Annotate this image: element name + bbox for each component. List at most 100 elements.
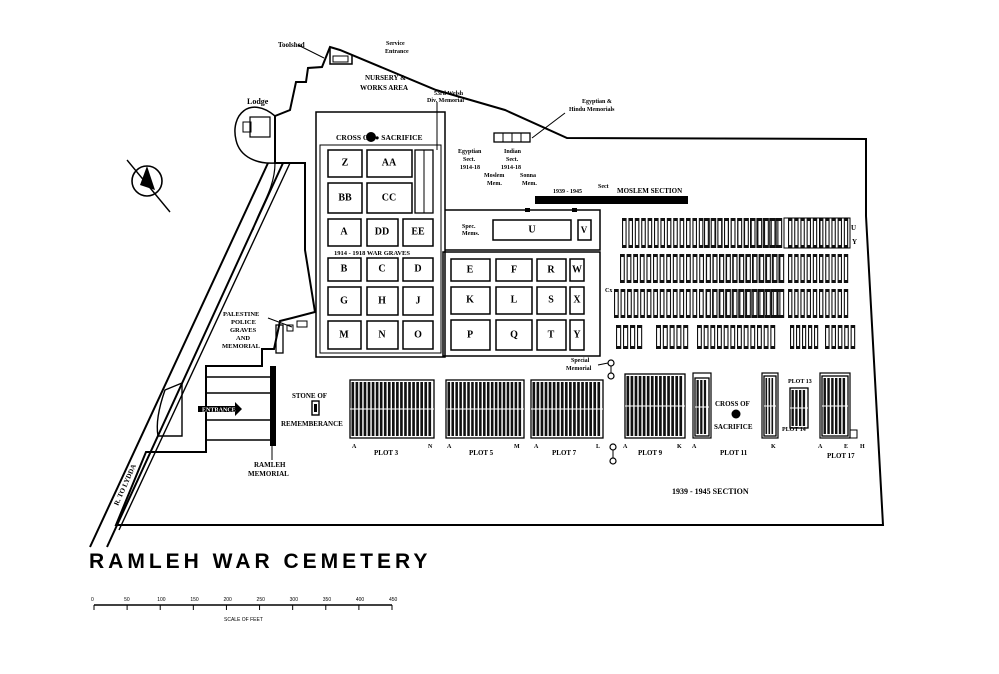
scale-tick-label: 300 (290, 597, 299, 603)
label-moslem-mem-2: Mem. (487, 181, 502, 187)
plot-l: L (511, 295, 518, 306)
label-moslem-section: MOSLEM SECTION (617, 187, 682, 195)
plot17-right: E (844, 444, 848, 450)
plot-a: A (340, 227, 348, 238)
scale-tick-label: 200 (223, 597, 232, 603)
plot9-right: K (677, 444, 682, 450)
label-welsh-2: Div. Memorial (427, 98, 464, 104)
plot3-left: A (352, 444, 357, 450)
plot-k: K (466, 295, 474, 306)
plot-aa: AA (382, 158, 397, 169)
scale-tick-label: 0 (91, 597, 94, 603)
label-spec-mems-1: Spec. (462, 224, 476, 230)
moslem-section-bar (535, 196, 688, 204)
label-section-3945: 1939 - 1945 SECTION (672, 487, 749, 496)
label-indsec-2: Sect. (506, 157, 519, 163)
plot-dd: DD (375, 227, 389, 238)
label-egsec-1: Egyptian (458, 149, 482, 155)
label-service-1: Service (386, 41, 405, 47)
plot-f: F (511, 265, 517, 276)
plot3-right: N (428, 444, 433, 450)
plot-r: R (547, 265, 555, 276)
plot5-name: PLOT 5 (469, 449, 494, 457)
label-welsh-1: 53rd Welsh (434, 91, 464, 97)
lower-right-frames (692, 372, 858, 439)
label-ramleh-mem-2: MEMORIAL (248, 470, 289, 478)
indian-memorials (493, 112, 566, 143)
label-palestine-2: POLICE (231, 319, 256, 326)
label-sonna-2: Mem. (522, 181, 537, 187)
label-nursery-2: WORKS AREA (360, 84, 408, 92)
label-stone-1: STONE OF (292, 392, 327, 400)
label-egsec-3: 1914-18 (460, 165, 480, 171)
label-service-2: Entrance (385, 49, 409, 55)
plot5-right: M (514, 444, 520, 450)
plot3-name: PLOT 3 (374, 449, 399, 457)
plot-z: Z (342, 158, 349, 169)
plot7-right: L (596, 444, 600, 450)
side-letter-cx: Cx (605, 288, 612, 294)
plot7-left: A (534, 444, 539, 450)
plot-s: S (548, 295, 554, 306)
scale-tick-label: 400 (356, 597, 365, 603)
label-ww1-graves: 1914 - 1918 WAR GRAVES (334, 250, 410, 257)
plot9-name: PLOT 9 (638, 449, 663, 457)
scale-tick-label: 50 (124, 597, 130, 603)
entrance-area: ENTRANCE (198, 366, 320, 446)
label-lodge: Lodge (247, 97, 269, 106)
plot-x: X (573, 295, 581, 306)
label-stone-2: REMEMBERANCE (281, 420, 343, 428)
plot-b: B (341, 264, 348, 275)
special-memorial-marks (597, 359, 617, 465)
scale-tick-label: 150 (190, 597, 199, 603)
plot-h: H (378, 296, 386, 307)
plot-u: U (528, 225, 535, 236)
plot-ee: EE (411, 227, 425, 238)
scale-tick-label: 350 (323, 597, 332, 603)
road-to-lydda: R. TO LYDDA (89, 162, 291, 548)
label-palestine-1: PALESTINE (223, 311, 259, 318)
plot-w: W (572, 265, 582, 276)
label-spec-mems-2: Mems. (462, 231, 480, 237)
label-special-mem-1: Special (571, 358, 590, 364)
plot11-name: PLOT 11 (720, 449, 748, 457)
label-moslem-mem-1: Moslem (484, 173, 504, 179)
plot-j: J (416, 296, 421, 307)
plot-d: D (414, 264, 421, 275)
label-eg-hindu-1: Egyptian & (582, 99, 612, 105)
plot-m: M (339, 330, 349, 341)
plot-v: V (581, 225, 588, 235)
label-palestine-4: AND (236, 335, 250, 342)
label-cross-lower-1: CROSS OF (715, 400, 750, 408)
plot-h-marker: H (860, 444, 865, 450)
label-special-mem-2: Memorial (566, 366, 592, 372)
plot9-left: A (623, 444, 628, 450)
plot-t: T (548, 330, 555, 341)
side-letter-u: U (851, 224, 856, 232)
ww1-right-block (442, 208, 601, 357)
cross-of-sacrifice-top-marker (366, 132, 376, 142)
scale-tick-label: 250 (257, 597, 266, 603)
plot-o: O (414, 330, 422, 341)
plot11-right: K (771, 444, 776, 450)
label-ramleh-mem-1: RAMLEH (254, 461, 286, 469)
label-sect-word: Sect (598, 184, 609, 190)
palestine-police-graves (267, 317, 308, 354)
label-palestine-3: GRAVES (230, 327, 257, 334)
plot-13-label: PLOT 13 (788, 379, 812, 385)
scale-tick-label: 100 (157, 597, 166, 603)
toolshed-pointer (297, 44, 325, 59)
label-sect-3945: 1939 - 1945 (553, 189, 582, 195)
ww1-left-block (315, 111, 446, 358)
plot-p: P (467, 330, 473, 341)
side-letter-y: Y (852, 238, 857, 246)
label-toolshed: Toolshed (278, 41, 305, 49)
label-indsec-3: 1914-18 (501, 165, 521, 171)
scale-label: SCALE OF FEET (224, 617, 263, 623)
label-egsec-2: Sect. (463, 157, 476, 163)
ww2-grave-grid (614, 217, 856, 349)
plot-g: G (340, 296, 348, 307)
plot-14-label: PLOT 14 (782, 427, 806, 433)
